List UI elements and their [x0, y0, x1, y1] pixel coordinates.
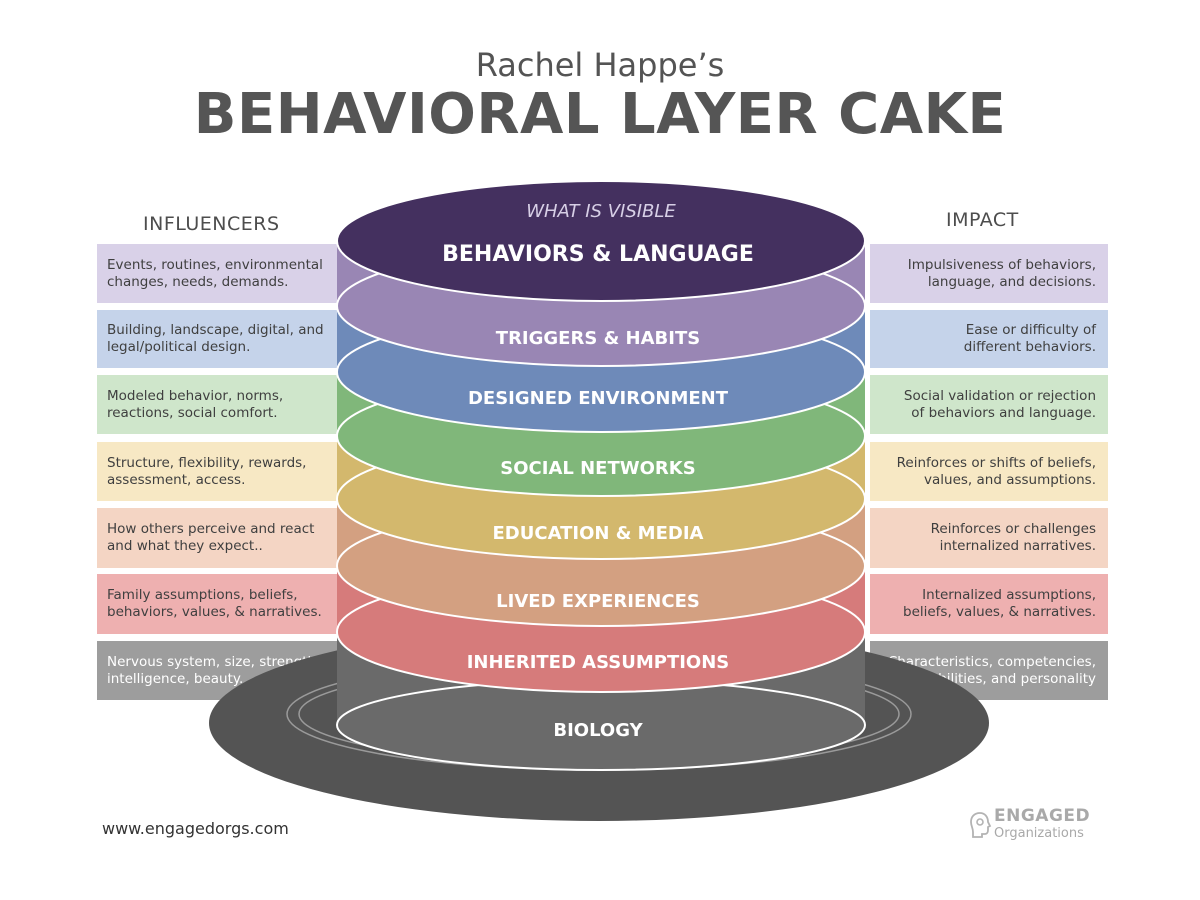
impact-text-line: Reinforces or challenges: [930, 521, 1096, 537]
impact-text-line: Impulsiveness of behaviors,: [907, 256, 1096, 273]
impact-text-line: internalized narratives.: [939, 538, 1096, 554]
cake-layer-label: BIOLOGY: [553, 720, 643, 741]
logo-word-engaged: ENGAGED: [994, 806, 1091, 826]
influencer-box-experiences: How others perceive and react and what t…: [97, 508, 347, 568]
influencer-box-education: Structure, flexibility, rewards, assessm…: [97, 442, 347, 501]
cake-top: [336, 180, 866, 302]
top-caption: WHAT IS VISIBLE: [526, 201, 676, 222]
influencer-box-social: Modeled behavior, norms, reactions, soci…: [97, 375, 347, 434]
influencer-text-line: Family assumptions, beliefs,: [107, 587, 298, 603]
cake-layer-label: TRIGGERS & HABITS: [496, 328, 700, 349]
page-title: BEHAVIORAL LAYER CAKE: [193, 82, 1007, 147]
engaged-organizations-logo: ENGAGED Organizations: [968, 806, 1108, 846]
influencer-text-line: How others perceive and react: [107, 521, 315, 537]
influencer-text-line: Events, routines, environmental: [107, 256, 323, 273]
impact-text-line: Reinforces or shifts of beliefs,: [896, 454, 1096, 471]
influencer-text-line: Building, landscape, digital, and: [107, 322, 324, 338]
impact-text-line: beliefs, values, & narratives.: [903, 604, 1096, 620]
cake-layer-label: INHERITED ASSUMPTIONS: [467, 652, 730, 673]
influencer-text-line: behaviors, values, & narratives.: [107, 604, 322, 620]
cake-layer-label: DESIGNED ENVIRONMENT: [468, 388, 729, 409]
influencer-box-biology: Nervous system, size, strength, intellig…: [97, 641, 347, 700]
impact-text-line: Ease or difficulty of: [965, 322, 1096, 338]
influencer-box-environment: Building, landscape, digital, and legal/…: [97, 310, 347, 368]
impact-box-social: Social validation or rejection of behavi…: [870, 375, 1108, 434]
impact-text-line: language, and decisions.: [927, 273, 1096, 290]
cake-layer-label: EDUCATION & MEDIA: [493, 523, 704, 544]
impact-box-inherited: Internalized assumptions, beliefs, value…: [870, 574, 1108, 634]
influencers-heading: INFLUENCERS: [143, 213, 280, 235]
impact-box-environment: Ease or difficulty of different behavior…: [870, 310, 1108, 368]
impact-box-education: Reinforces or shifts of beliefs, values,…: [870, 442, 1108, 501]
influencer-text-line: legal/political design.: [107, 339, 251, 355]
influencer-text-line: reactions, social comfort.: [107, 404, 278, 421]
brain-gear-icon: [970, 812, 992, 838]
influencer-text-line: Structure, flexibility, rewards,: [107, 454, 307, 471]
logo-word-organizations: Organizations: [994, 826, 1084, 841]
top-label: BEHAVIORS & LANGUAGE: [442, 242, 754, 267]
impact-box-triggers: Impulsiveness of behaviors, language, an…: [870, 244, 1108, 303]
influencer-text-line: Nervous system, size, strength,: [107, 653, 321, 670]
impact-text-line: of behaviors and language.: [911, 404, 1096, 421]
influencer-box-inherited: Family assumptions, beliefs, behaviors, …: [97, 574, 347, 634]
influencer-text-line: Modeled behavior, norms,: [107, 387, 284, 404]
impact-text-line: abilities, and personality: [929, 670, 1096, 687]
impact-box-experiences: Reinforces or challenges internalized na…: [870, 508, 1108, 568]
subtitle: Rachel Happe’s: [475, 46, 725, 84]
cake-layer-label: SOCIAL NETWORKS: [500, 458, 695, 479]
footer-url: www.engagedorgs.com: [102, 819, 289, 838]
cake-layer-label: LIVED EXPERIENCES: [496, 591, 700, 612]
impact-text-line: Characteristics, competencies,: [887, 653, 1096, 670]
impact-heading: IMPACT: [946, 209, 1019, 231]
impact-text-line: Internalized assumptions,: [922, 587, 1096, 603]
impact-text-line: values, and assumptions.: [924, 471, 1096, 488]
impact-text-line: different behaviors.: [963, 339, 1096, 355]
impact-text-line: Social validation or rejection: [903, 387, 1096, 404]
influencer-text-line: intelligence, beauty.: [107, 670, 244, 687]
influencer-text-line: and what they expect..: [107, 538, 263, 554]
influencer-box-triggers: Events, routines, environmental changes,…: [97, 244, 347, 303]
influencer-text-line: assessment, access.: [107, 471, 246, 488]
influencer-text-line: changes, needs, demands.: [107, 273, 289, 290]
